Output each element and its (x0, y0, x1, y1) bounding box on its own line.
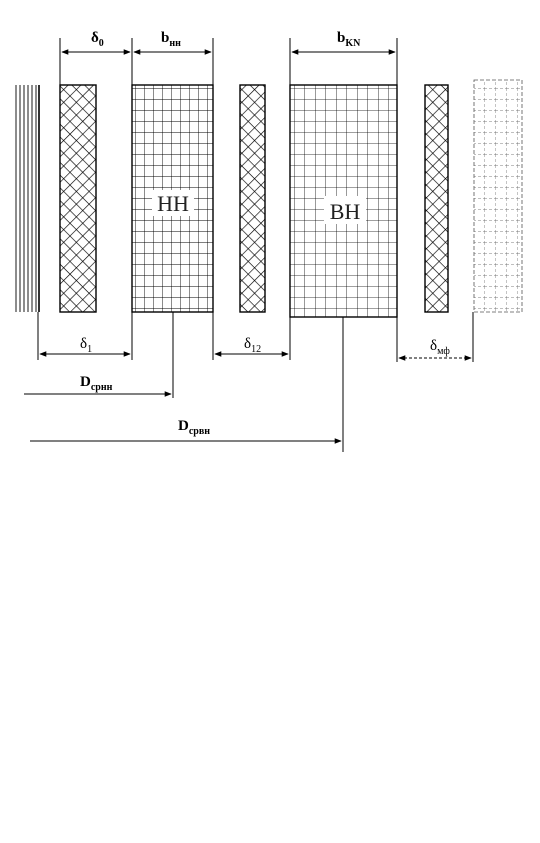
d-srnn-label: Dсрнн (80, 374, 113, 393)
d-srvn-label: Dсрвн (178, 418, 210, 437)
top-dimensions (59, 38, 398, 85)
delta0-label: δ0 (91, 30, 104, 49)
core-laminations (15, 85, 40, 312)
delta1-label: δ1 (80, 336, 92, 355)
lv-winding-label: НН (157, 191, 189, 216)
mean-diameter-dimensions (24, 312, 344, 452)
hv-winding-label: ВН (330, 199, 361, 224)
delta12-label: δ12 (244, 336, 261, 355)
delta-mf-label: δмф (430, 338, 450, 357)
insulation-cylinder-3 (424, 84, 449, 313)
b-kn-label: bKN (337, 30, 361, 49)
insulation-cylinder-2 (239, 84, 266, 313)
adjacent-phase-winding (473, 79, 523, 313)
b-nn-label: bнн (161, 30, 181, 49)
bottom-dimensions (37, 312, 474, 362)
insulation-cylinder-1 (59, 84, 97, 313)
